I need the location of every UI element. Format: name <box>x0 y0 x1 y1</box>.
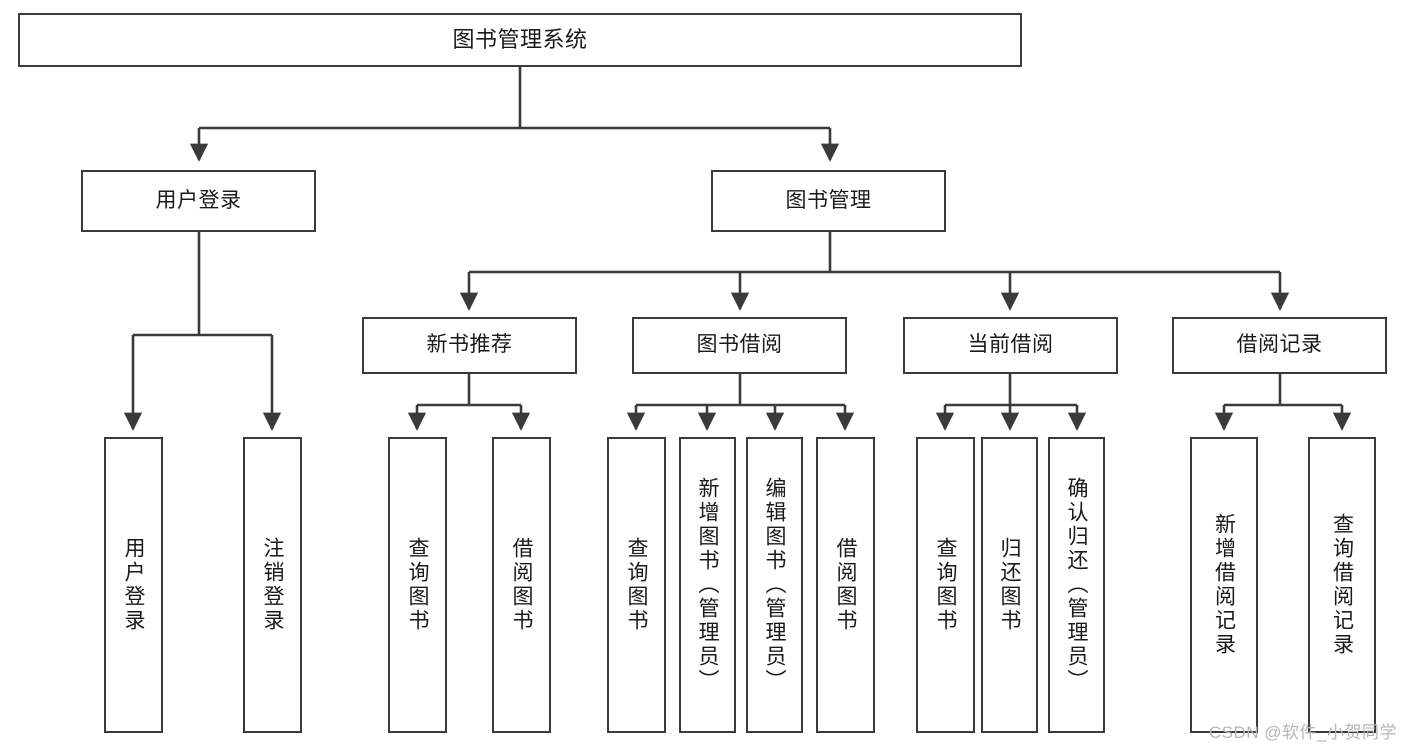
node-root-book-management-system[interactable]: 图书管理系统 <box>18 13 1022 67</box>
node-label: 新增借阅记录 <box>1212 513 1236 657</box>
node-label: 借阅图书 <box>834 537 857 633</box>
node-label: 查询图书 <box>625 537 648 633</box>
node-label: 图书管理系统 <box>452 27 588 53</box>
leaf-add-book-admin[interactable]: 新增图书（管理员） <box>679 437 736 733</box>
node-borrow-record[interactable]: 借阅记录 <box>1172 317 1387 374</box>
node-label: 查询图书 <box>406 537 429 633</box>
leaf-query-book-current[interactable]: 查询图书 <box>916 437 975 733</box>
leaf-query-borrow-record[interactable]: 查询借阅记录 <box>1308 437 1376 733</box>
leaf-edit-book-admin[interactable]: 编辑图书（管理员） <box>746 437 803 733</box>
leaf-logout[interactable]: 注销登录 <box>243 437 302 733</box>
node-book-borrow[interactable]: 图书借阅 <box>632 317 847 374</box>
leaf-borrow-book[interactable]: 借阅图书 <box>816 437 875 733</box>
leaf-add-borrow-record[interactable]: 新增借阅记录 <box>1190 437 1258 733</box>
leaf-query-book-borrow[interactable]: 查询图书 <box>607 437 666 733</box>
node-label: 注销登录 <box>261 537 284 633</box>
leaf-query-book-recommend[interactable]: 查询图书 <box>388 437 447 733</box>
node-label: 查询图书 <box>934 537 957 633</box>
node-label: 图书管理 <box>785 188 872 212</box>
node-label: 用户登录 <box>155 188 242 212</box>
node-book-management[interactable]: 图书管理 <box>711 170 946 232</box>
node-label: 编辑图书（管理员） <box>763 477 786 693</box>
leaf-user-login[interactable]: 用户登录 <box>104 437 163 733</box>
node-label: 借阅图书 <box>510 537 533 633</box>
node-label: 图书借阅 <box>696 333 783 357</box>
node-label: 用户登录 <box>122 537 145 633</box>
node-label: 新增图书（管理员） <box>696 477 719 693</box>
watermark: CSDN @软件_小贺同学 <box>1208 723 1397 742</box>
node-label: 借阅记录 <box>1236 333 1323 357</box>
leaf-return-book[interactable]: 归还图书 <box>981 437 1038 733</box>
node-label: 新书推荐 <box>426 333 513 357</box>
node-label: 查询借阅记录 <box>1330 513 1354 657</box>
node-label: 归还图书 <box>998 537 1021 633</box>
node-current-borrow[interactable]: 当前借阅 <box>903 317 1118 374</box>
node-new-book-recommend[interactable]: 新书推荐 <box>362 317 577 374</box>
leaf-borrow-book-recommend[interactable]: 借阅图书 <box>492 437 551 733</box>
node-label: 当前借阅 <box>967 333 1054 357</box>
node-user-login[interactable]: 用户登录 <box>81 170 316 232</box>
node-label: 确认归还（管理员） <box>1065 477 1088 693</box>
leaf-confirm-return-admin[interactable]: 确认归还（管理员） <box>1048 437 1105 733</box>
